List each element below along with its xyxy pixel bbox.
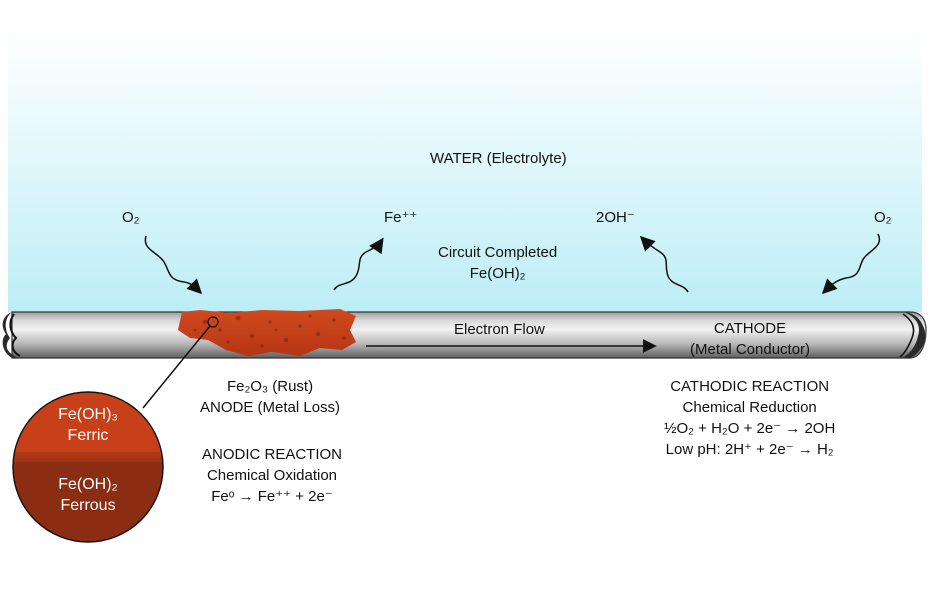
anodic-reaction-label: ANODIC REACTION Chemical Oxidation Feᵒ →…: [202, 444, 342, 507]
anode-label: Fe₂O₃ (Rust) ANODE (Metal Loss): [200, 376, 340, 418]
o2-right-arrow: [821, 233, 881, 295]
cathode-label: CATHODE (Metal Conductor): [690, 318, 810, 360]
fe-ion-arrow: [333, 237, 384, 291]
anode-line-2: ANODE (Metal Loss): [200, 399, 341, 416]
ferrous-formula: Fe(OH)₂: [58, 476, 118, 493]
zoom-leader-line: [142, 325, 211, 409]
circuit-line-1: Circuit Completed: [438, 244, 558, 261]
cathode-line-1: CATHODE: [713, 320, 787, 337]
cathodic-line-2: Chemical Reduction: [682, 399, 817, 416]
cathodic-reaction-label: CATHODIC REACTION Chemical Reduction ½O₂…: [664, 376, 835, 460]
anodic-line-2: Chemical Oxidation: [206, 467, 338, 484]
anodic-line-1: ANODIC REACTION: [202, 446, 343, 463]
cathode-line-2: (Metal Conductor): [690, 341, 811, 358]
circuit-completed-label: Circuit Completed Fe(OH)₂: [438, 242, 557, 284]
electron-flow-label: Electron Flow: [454, 321, 545, 338]
circuit-line-2: Fe(OH)₂: [469, 265, 526, 282]
cathodic-line-1: CATHODIC REACTION: [670, 378, 830, 395]
ferric-name: Ferric: [67, 427, 109, 444]
ferrous-name: Ferrous: [60, 497, 116, 514]
water-label: WATER (Electrolyte): [430, 150, 567, 167]
water-region: [8, 30, 922, 312]
hydroxide-arrow: [639, 235, 689, 293]
cathodic-line-4: Low pH: 2H⁺ + 2e⁻ → H₂: [665, 441, 834, 458]
o2-left-label: O₂: [122, 209, 140, 226]
ferric-formula: Fe(OH)₃: [58, 406, 118, 423]
anode-line-1: Fe₂O₃ (Rust): [226, 378, 314, 395]
anodic-line-3: Feᵒ → Fe⁺⁺ + 2e⁻: [211, 488, 333, 505]
ferric-label: Fe(OH)₃ Ferric: [40, 404, 136, 446]
hydroxide-label: 2OH⁻: [596, 209, 635, 226]
ferrous-label: Fe(OH)₂ Ferrous: [40, 474, 136, 516]
o2-right-label: O₂: [874, 209, 892, 226]
rust-patch: [178, 309, 356, 356]
o2-left-arrow: [144, 235, 203, 295]
cathodic-line-3: ½O₂ + H₂O + 2e⁻ → 2OH: [664, 420, 836, 437]
fe-ion-label: Fe⁺⁺: [384, 209, 418, 226]
